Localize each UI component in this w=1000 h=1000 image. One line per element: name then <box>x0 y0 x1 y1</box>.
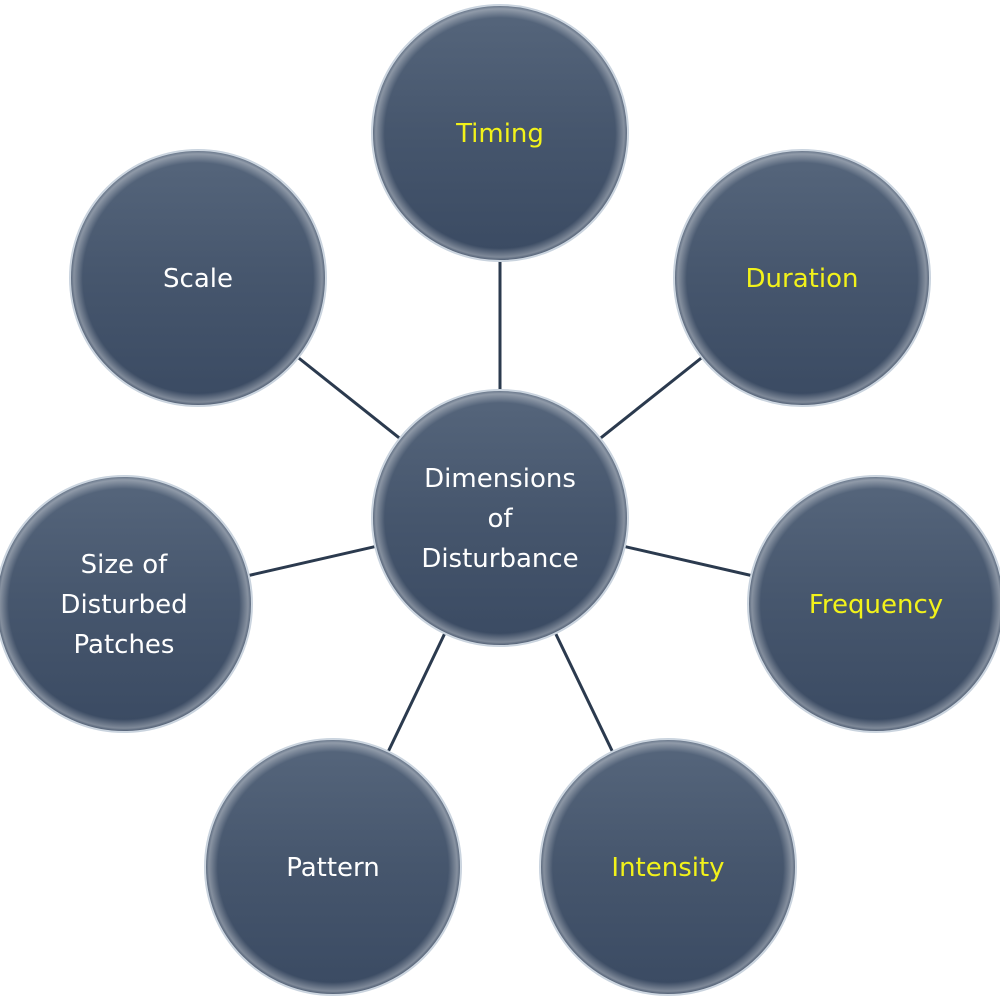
node-pattern: Pattern <box>204 738 462 996</box>
node-highlight <box>540 739 796 995</box>
node-highlight <box>0 476 252 732</box>
node-highlight <box>372 390 628 646</box>
node-intensity: Intensity <box>539 738 797 996</box>
node-label: Patches <box>74 630 175 660</box>
node-highlight <box>372 5 628 261</box>
node-label: Disturbance <box>421 544 578 574</box>
node-label: Size of <box>81 550 169 580</box>
node-highlight <box>70 150 326 406</box>
node-highlight <box>205 739 461 995</box>
node-label: Scale <box>163 264 233 294</box>
node-duration: Duration <box>673 149 931 407</box>
node-label: Pattern <box>286 853 380 883</box>
node-label: Frequency <box>809 590 943 620</box>
node-highlight <box>748 476 1000 732</box>
node-timing: Timing <box>371 4 629 262</box>
node-label: Intensity <box>611 853 724 883</box>
node-label: Duration <box>746 264 859 294</box>
node-label: Dimensions <box>424 464 576 494</box>
node-frequency: Frequency <box>747 475 1000 733</box>
node-label: Disturbed <box>60 590 187 620</box>
node-label: of <box>487 504 513 534</box>
node-label: Timing <box>455 119 544 149</box>
node-scale: Scale <box>69 149 327 407</box>
node-highlight <box>674 150 930 406</box>
